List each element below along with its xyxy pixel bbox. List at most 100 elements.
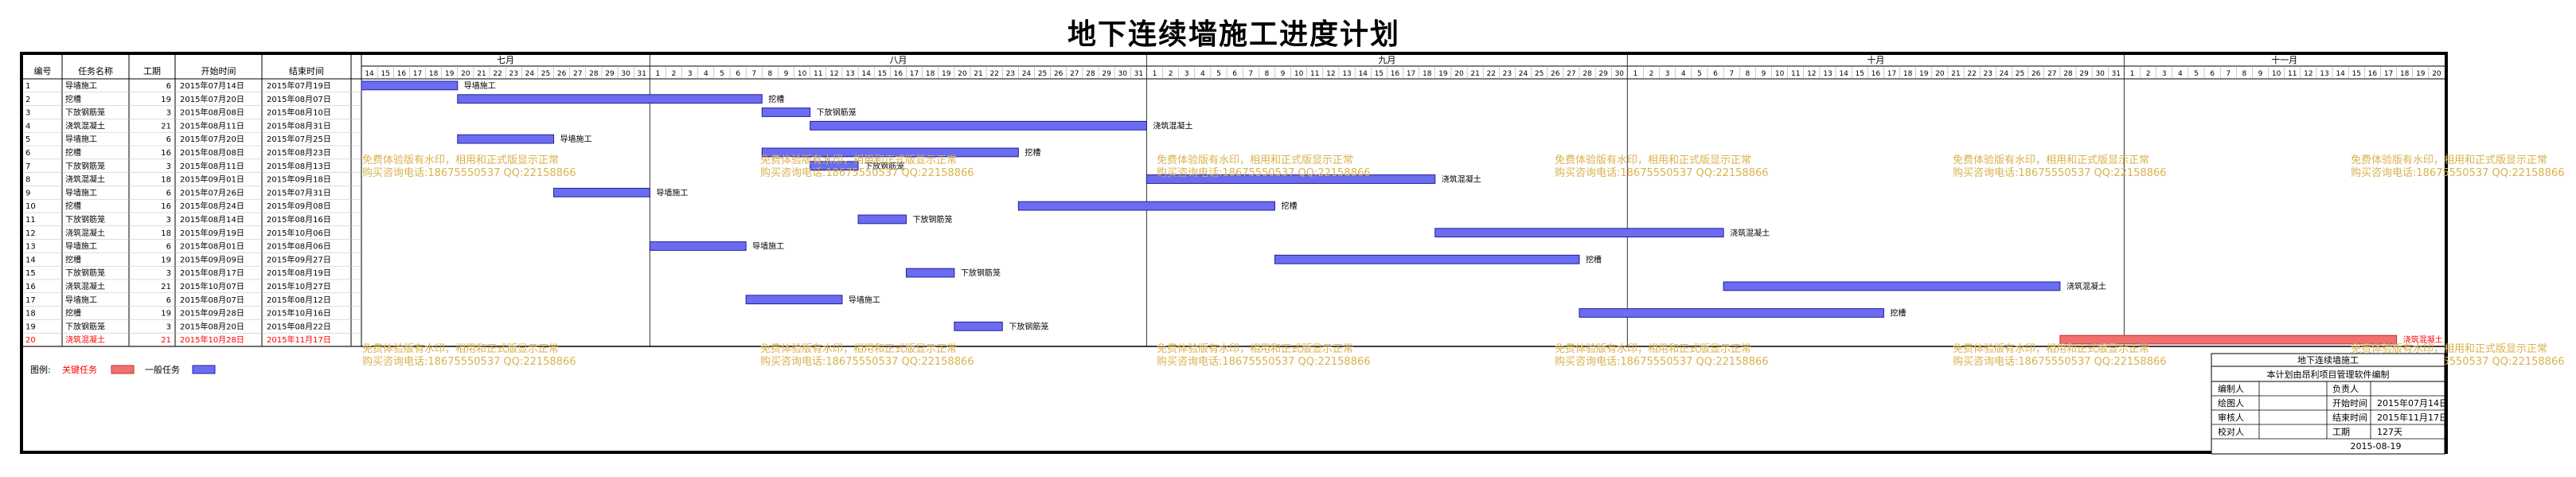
- month-label: 九月: [1378, 55, 1395, 65]
- day-label: 18: [1903, 70, 1913, 78]
- gantt-bar: [553, 187, 650, 197]
- watermark-text: 免费体验版有水印，相用和正式版显示正常: [362, 342, 559, 355]
- day-label: 28: [2063, 70, 2073, 78]
- watermark-text: 购买咨询电话:18675550537 QQ:22158866: [2351, 166, 2565, 179]
- day-label: 11: [814, 70, 822, 78]
- day-label: 24: [525, 70, 535, 78]
- day-label: 31: [2112, 70, 2121, 78]
- day-label: 17: [413, 70, 422, 78]
- day-label: 20: [461, 70, 470, 78]
- day-label: 8: [767, 70, 772, 78]
- task-start: 2015年07月20日: [180, 94, 244, 104]
- day-label: 19: [1919, 70, 1929, 78]
- gantt-bar-label: 浇筑混凝土: [2067, 281, 2106, 291]
- task-end: 2015年10月06日: [267, 228, 331, 238]
- watermark-text: 免费体验版有水印，相用和正式版显示正常: [1555, 342, 1751, 355]
- day-label: 24: [1519, 70, 1528, 78]
- day-label: 20: [1935, 70, 1945, 78]
- task-start: 2015年08月11日: [180, 161, 244, 171]
- day-label: 4: [1681, 70, 1686, 78]
- task-id: 18: [25, 310, 36, 319]
- day-label: 3: [688, 70, 693, 78]
- chart-frame: [20, 52, 2448, 454]
- gantt-bar: [745, 295, 843, 305]
- day-label: 19: [2416, 70, 2426, 78]
- task-duration: 3: [166, 216, 171, 225]
- task-end: 2015年08月23日: [267, 147, 331, 158]
- task-name: 挖槽: [65, 94, 81, 104]
- legend-label: 图例:: [30, 364, 51, 375]
- day-label: 20: [1454, 70, 1464, 78]
- day-label: 13: [1823, 70, 1832, 78]
- month-label: 八月: [889, 55, 907, 65]
- day-label: 20: [2432, 70, 2441, 78]
- info-box-label: 工期: [2332, 427, 2350, 437]
- watermark-text: 免费体验版有水印，相用和正式版显示正常: [1953, 154, 2149, 166]
- day-label: 16: [1391, 70, 1400, 78]
- task-start: 2015年08月14日: [180, 214, 244, 225]
- gantt-bar-label: 浇筑混凝土: [1153, 120, 1192, 131]
- task-id: 19: [25, 323, 36, 331]
- watermark-text: 购买咨询电话:18675550537 QQ:22158866: [1157, 166, 1371, 179]
- task-id: 5: [25, 135, 30, 144]
- info-box: [2211, 353, 2445, 455]
- task-id: 4: [25, 122, 30, 131]
- day-label: 16: [2368, 70, 2378, 78]
- day-label: 30: [1615, 70, 1625, 78]
- gantt-bar-label: 导墙施工: [752, 241, 784, 252]
- task-id: 14: [25, 256, 36, 264]
- day-label: 12: [2304, 70, 2313, 78]
- task-duration: 19: [161, 256, 171, 264]
- day-label: 18: [1423, 70, 1432, 78]
- info-box-label: 审核人: [2218, 412, 2244, 423]
- day-label: 14: [1358, 70, 1368, 78]
- watermark-text: 免费体验版有水印，相用和正式版显示正常: [760, 342, 957, 355]
- task-end: 2015年09月08日: [267, 201, 331, 211]
- gantt-bar-label: 浇筑混凝土: [1442, 174, 1481, 185]
- day-label: 13: [2320, 70, 2328, 78]
- day-label: 15: [1856, 70, 1864, 78]
- day-label: 28: [1583, 70, 1592, 78]
- day-label: 1: [2130, 70, 2135, 78]
- task-name: 下放钢筋笼: [65, 161, 105, 171]
- task-name: 挖槽: [65, 147, 81, 158]
- day-label: 19: [942, 70, 951, 78]
- task-duration: 6: [166, 189, 171, 197]
- day-label: 25: [1038, 70, 1047, 78]
- day-label: 21: [477, 70, 486, 78]
- day-label: 11: [1791, 70, 1800, 78]
- day-label: 4: [2178, 70, 2183, 78]
- watermark-text: 免费体验版有水印，相用和正式版显示正常: [1157, 154, 1353, 166]
- gantt-bar-label: 下放钢筋笼: [961, 268, 1001, 278]
- watermark-text: 免费体验版有水印，相用和正式版显示正常: [1953, 342, 2149, 355]
- day-label: 30: [621, 70, 630, 78]
- month-label: 十月: [1867, 54, 1884, 65]
- task-id: 16: [25, 283, 36, 291]
- gantt-bar: [761, 108, 811, 117]
- task-name: 挖槽: [65, 201, 81, 211]
- task-id: 7: [25, 162, 30, 171]
- day-label: 27: [1567, 70, 1575, 78]
- task-duration: 6: [166, 243, 171, 252]
- day-label: 28: [589, 70, 599, 78]
- day-label: 15: [878, 70, 887, 78]
- task-end: 2015年11月17日: [267, 334, 331, 345]
- task-end: 2015年08月10日: [267, 108, 331, 118]
- watermark-text: 免费体验版有水印，相用和正式版显示正常: [362, 154, 559, 166]
- day-label: 5: [1697, 70, 1702, 78]
- gantt-bar-label: 导墙施工: [560, 134, 592, 144]
- task-id: 17: [25, 296, 36, 305]
- gantt-bar: [457, 94, 763, 104]
- task-start: 2015年08月07日: [180, 295, 244, 305]
- watermark-text: 购买咨询电话:18675550537 QQ:22158866: [362, 355, 576, 368]
- gantt-bar-label: 浇筑混凝土: [1730, 228, 1770, 238]
- task-duration: 16: [161, 149, 171, 158]
- day-label: 10: [2272, 70, 2281, 78]
- info-box-subtitle: 本计划由昂利项目管理软件编制: [2267, 369, 2390, 380]
- task-name: 导墙施工: [65, 295, 97, 305]
- day-label: 8: [1265, 70, 1270, 78]
- day-label: 2: [672, 70, 677, 78]
- day-label: 3: [2162, 70, 2167, 78]
- task-end: 2015年07月31日: [267, 187, 331, 197]
